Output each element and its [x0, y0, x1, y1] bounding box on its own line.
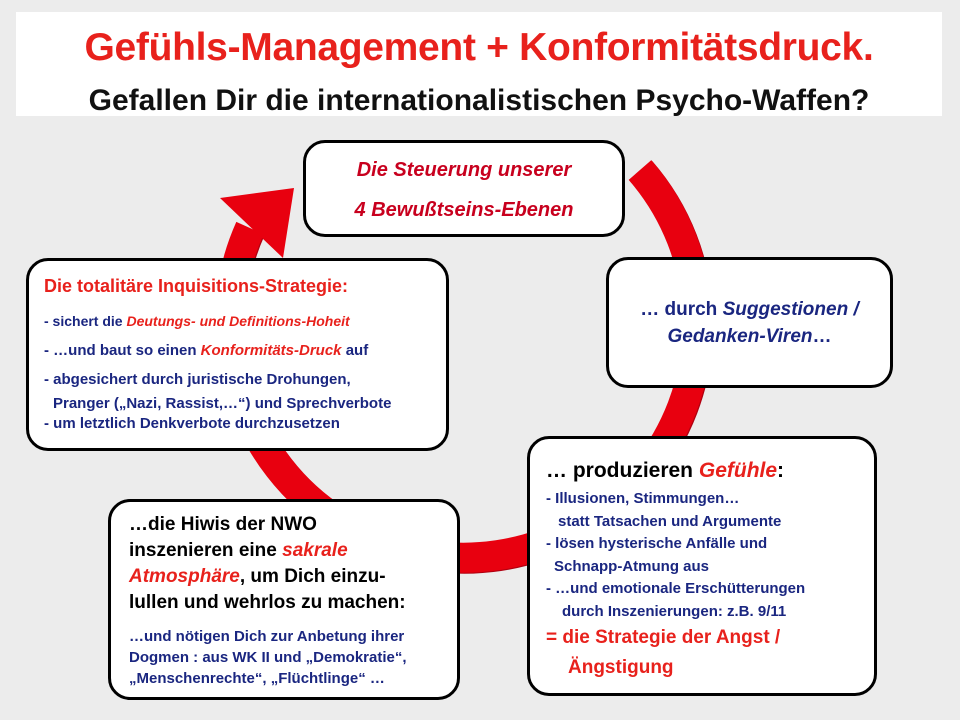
suggestionen-line1: … durch Suggestionen /	[640, 299, 859, 320]
hiwis-detail-3: „Menschenrechte“, „Flüchtlinge“ …	[129, 670, 385, 687]
box-gefuehle: … produzieren Gefühle: - Illusionen, Sti…	[527, 436, 877, 696]
title-banner: Gefühls-Management + Konformitätsdruck. …	[16, 12, 942, 117]
inquisition-heading: Die totalitäre Inquisitions-Strategie:	[44, 276, 349, 296]
inquisition-item-4: - um letztlich Denkverbote durchzusetzen	[44, 415, 340, 432]
gefuehle-item-2a: - lösen hysterische Anfälle und	[546, 535, 768, 552]
hiwis-detail-1: …und nötigen Dich zur Anbetung ihrer	[129, 628, 405, 645]
steuerung-line1: Die Steuerung unserer	[356, 159, 572, 181]
gefuehle-item-1a: - Illusionen, Stimmungen…	[546, 490, 740, 507]
inquisition-item-1: - sichert die Deutungs- und Definitions-…	[44, 313, 350, 329]
gefuehle-item-2b: Schnapp-Atmung aus	[554, 558, 710, 575]
steuerung-line2: 4 Bewußtseins-Ebenen	[354, 199, 574, 221]
gefuehle-heading: … produzieren Gefühle:	[546, 459, 785, 482]
suggestionen-line2: Gedanken-Viren…	[667, 326, 832, 347]
gefuehle-item-3a: - …und emotionale Erschütterungen	[546, 580, 806, 597]
hiwis-detail-2: Dogmen : aus WK II und „Demokratie“,	[129, 649, 407, 666]
box-suggestionen: … durch Suggestionen / Gedanken-Viren…	[606, 257, 893, 388]
inquisition-item-2: - …und baut so einen Konformitäts-Druck …	[44, 342, 369, 359]
box-sakrale-atmosphaere: …die Hiwis der NWO inszenieren eine sakr…	[108, 499, 460, 700]
cycle-arrowhead	[220, 188, 294, 258]
hiwis-line2: inszenieren eine sakrale	[129, 540, 348, 561]
gefuehle-item-3b: durch Inszenierungen: z.B. 9/11	[562, 603, 787, 620]
subtitle: Gefallen Dir die internationalistischen …	[88, 84, 870, 117]
gefuehle-conclusion-2: Ängstigung	[568, 657, 674, 678]
inquisition-item-3a: - abgesichert durch juristische Drohunge…	[44, 371, 351, 388]
gefuehle-item-1b: statt Tatsachen und Argumente	[558, 513, 782, 530]
main-title: Gefühls-Management + Konformitätsdruck.	[84, 26, 874, 69]
box-inquisitions-strategie: Die totalitäre Inquisitions-Strategie: -…	[26, 258, 449, 451]
hiwis-line1: …die Hiwis der NWO	[129, 514, 317, 535]
inquisition-item-3b: Pranger („Nazi, Rassist,…“) und Sprechve…	[53, 395, 392, 412]
hiwis-line3: Atmosphäre, um Dich einzu-	[129, 566, 386, 587]
hiwis-line4: lullen und wehrlos zu machen:	[129, 592, 406, 613]
box-steuerung: Die Steuerung unserer 4 Bewußtseins-Eben…	[303, 140, 625, 237]
gefuehle-conclusion-1: = die Strategie der Angst /	[546, 627, 781, 648]
